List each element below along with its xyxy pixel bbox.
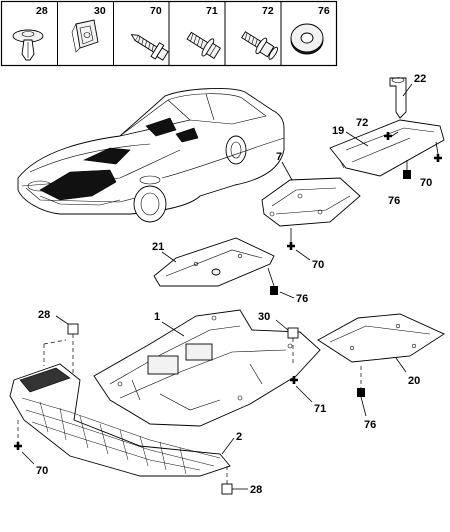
table-ref-76: 76 [318, 5, 330, 17]
flange-bolt-icon [186, 31, 222, 59]
callout-70-r1: 70 [420, 177, 432, 189]
table-ref-28: 28 [36, 5, 48, 17]
callout-76-right: 76 [364, 419, 376, 431]
filled-marker-76-right [357, 388, 365, 397]
fastener-table: 28 30 70 71 72 76 [0, 0, 338, 67]
callout-70-left: 70 [36, 465, 48, 477]
filled-marker-76-r1 [403, 170, 411, 179]
callout-7: 7 [276, 151, 282, 163]
spring-clip-nut-icon [71, 19, 99, 53]
table-ref-72: 72 [262, 5, 274, 17]
part-22-bracket [389, 77, 407, 119]
hex-bolt-washer-icon [241, 31, 278, 60]
car-illustration [17, 88, 285, 223]
plus-marker-70-left [14, 442, 22, 450]
callout-71: 71 [314, 403, 326, 415]
plus-marker-72 [384, 132, 392, 140]
plus-marker-71 [290, 376, 298, 384]
filled-marker-76-mid [270, 286, 278, 295]
part-21-side-shield [153, 237, 275, 287]
part-2-front-shield [9, 363, 231, 477]
part-19-rear-shield [329, 119, 445, 177]
open-marker-28-bottom [221, 483, 233, 495]
table-ref-30: 30 [94, 5, 106, 17]
plus-marker-70-mid [287, 242, 295, 250]
part-20-side-shield [317, 313, 445, 363]
part-7-middle-shield [261, 177, 361, 227]
open-marker-28-top [67, 323, 79, 335]
plus-marker-70-r1 [434, 154, 442, 162]
flat-washer-icon [290, 23, 324, 55]
callout-76-mid: 76 [296, 293, 308, 305]
table-ref-70: 70 [150, 5, 162, 17]
part-1-main-undertray [93, 309, 321, 427]
callout-1: 1 [154, 311, 160, 323]
push-rivet-icon [12, 29, 44, 61]
callout-2: 2 [236, 431, 242, 443]
callout-30: 30 [258, 311, 270, 323]
callout-22: 22 [414, 73, 426, 85]
callout-72: 72 [356, 117, 368, 129]
callout-28-top: 28 [38, 309, 50, 321]
callout-28-bottom: 28 [250, 484, 262, 496]
self-tapping-screw-icon [130, 34, 169, 61]
callout-21: 21 [152, 241, 164, 253]
callout-20: 20 [408, 375, 420, 387]
callout-76-r1: 76 [388, 195, 400, 207]
callout-19: 19 [332, 125, 344, 137]
table-ref-71: 71 [206, 5, 218, 17]
callout-70-mid: 70 [312, 259, 324, 271]
open-marker-30 [287, 327, 299, 339]
